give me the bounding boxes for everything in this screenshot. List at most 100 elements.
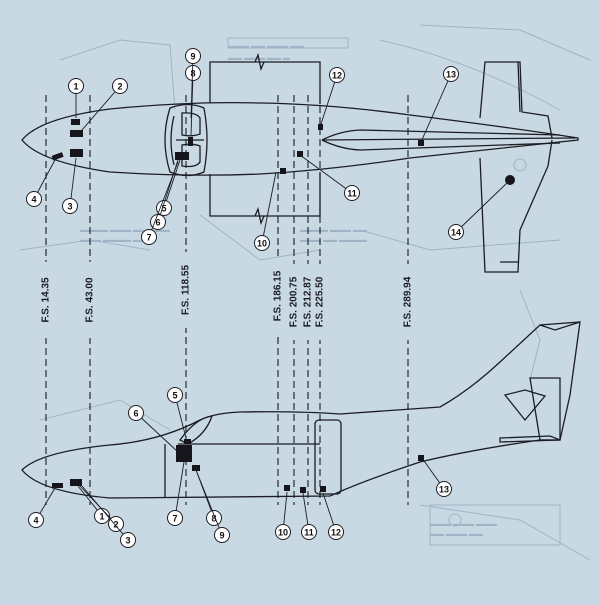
svg-text:▬▬▬▬ ▬▬▬ ▬▬: ▬▬▬▬ ▬▬▬ ▬▬: [300, 227, 367, 234]
svg-text:▬▬▬ ▬▬ ▬▬▬ ▬▬: ▬▬▬ ▬▬ ▬▬▬ ▬▬: [228, 43, 304, 50]
callout-circle: [68, 78, 84, 94]
callout-number: 14: [451, 228, 461, 238]
callout-circle: [108, 516, 124, 532]
side-callout-9: 9: [195, 469, 230, 543]
top-view: [21, 52, 579, 273]
station-label-bg: [314, 264, 326, 340]
top-callout-5: 5: [156, 159, 181, 216]
leader-line: [190, 55, 194, 119]
antenna-3-marker: [70, 149, 83, 157]
top-callout-11: 11: [299, 154, 360, 201]
svg-text:▬▬ ▬▬▬ ▬▬: ▬▬ ▬▬▬ ▬▬: [430, 531, 483, 538]
svg-text:▬▬▬▬ ▬▬▬ ▬▬ ▬▬▬: ▬▬▬▬ ▬▬▬ ▬▬ ▬▬▬: [80, 227, 170, 234]
callout-number: 3: [67, 202, 72, 212]
top-callout-14: 14: [448, 181, 509, 240]
top-view-horizontal-stabilizer-upper: [479, 61, 553, 139]
callout-number: 2: [113, 520, 118, 530]
svg-text:▬▬▬ ▬▬▬ ▬▬▬: ▬▬▬ ▬▬▬ ▬▬▬: [430, 521, 497, 528]
svg-text:▬▬▬ ▬▬▬▬ ▬▬▬: ▬▬▬ ▬▬▬▬ ▬▬▬: [80, 237, 154, 244]
top-callout-12: 12: [320, 67, 345, 125]
callout-number: 11: [304, 528, 314, 538]
side-callout-6: 6: [128, 405, 179, 453]
callout-number: 6: [155, 218, 160, 228]
side-antenna-13-marker: [418, 455, 424, 461]
side-callout-5: 5: [167, 387, 187, 439]
callout-number: 7: [146, 233, 151, 243]
leader-line: [420, 73, 452, 143]
callout-circle: [120, 532, 136, 548]
station-label: F.S. 43.00: [85, 277, 96, 322]
side-antenna-11-marker: [300, 487, 306, 493]
side-callout-7: 7: [167, 461, 185, 526]
top-callout-13: 13: [420, 66, 459, 143]
side-callout-4: 4: [28, 487, 56, 528]
side-antenna-1-marker: [70, 479, 82, 486]
top-view-canopy: [164, 103, 208, 177]
leader-line: [148, 161, 179, 238]
callout-circle: [112, 78, 128, 94]
callout-number: 9: [219, 531, 224, 541]
station-label: F.S. 14.35: [41, 277, 52, 322]
callout-number: 2: [117, 82, 122, 92]
callout-circle: [436, 481, 452, 497]
antenna-4-marker: [51, 152, 64, 161]
leader-line: [163, 159, 181, 209]
callout-number: 7: [172, 514, 177, 524]
top-callout-7: 7: [141, 161, 179, 245]
side-view: [21, 321, 581, 499]
callout-number: 9: [190, 52, 195, 62]
leader-line: [190, 72, 194, 137]
callout-circle: [344, 185, 360, 201]
antenna-11-marker: [297, 151, 303, 157]
side-antenna-5-marker: [184, 439, 191, 444]
side-antenna-12-marker: [320, 486, 326, 492]
leader-line: [320, 74, 338, 125]
station-label-bg: [84, 262, 96, 338]
station-label-bg: [180, 252, 192, 328]
leader-line: [195, 469, 223, 536]
callout-circle: [214, 527, 230, 543]
leader-line: [174, 461, 185, 519]
side-callout-13: 13: [421, 457, 452, 497]
antenna-13-marker: [418, 140, 424, 146]
callout-circle: [62, 198, 78, 214]
station-label: F.S. 200.75: [289, 276, 300, 327]
side-antenna-10-marker: [284, 485, 290, 491]
side-antenna-6-marker: [176, 445, 192, 462]
callout-circle: [128, 405, 144, 421]
side-antenna-4-marker: [52, 483, 63, 488]
callout-number: 4: [31, 195, 36, 205]
callout-circle: [167, 387, 183, 403]
station-label: F.S. 118.55: [181, 265, 192, 315]
callout-circle: [443, 66, 459, 82]
side-callout-12: 12: [322, 492, 344, 540]
side-callout-11: 11: [301, 492, 317, 540]
side-callout-1: 1: [77, 485, 110, 524]
callout-number: 8: [190, 69, 195, 79]
callout-circle: [301, 524, 317, 540]
top-callout-1: 1: [68, 78, 84, 118]
top-callout-3: 3: [62, 157, 78, 214]
callout-circle: [94, 508, 110, 524]
side-view-fuselage-outline: [21, 321, 581, 499]
station-label-bg: [40, 262, 52, 338]
callout-number: 10: [257, 239, 267, 249]
top-view-horizontal-stabilizer-lower: [479, 139, 553, 273]
callout-circle: [28, 512, 44, 528]
antenna-12-marker: [318, 124, 323, 130]
callout-number: 5: [161, 204, 166, 214]
side-callout-10: 10: [275, 491, 291, 540]
station-label: F.S. 212.87: [303, 276, 314, 327]
callout-number: 6: [133, 409, 138, 419]
callout-circle: [206, 510, 222, 526]
leader-line: [299, 154, 353, 194]
callout-number: 13: [446, 70, 456, 80]
antenna-1-marker: [71, 119, 80, 125]
side-antenna-8-marker: [192, 465, 200, 471]
callout-circle: [448, 224, 464, 240]
bleed-through-artwork: ▬▬▬ ▬▬ ▬▬▬ ▬▬ ▬▬ ▬▬▬ ▬▬ ▬ ▬▬▬▬ ▬▬▬ ▬▬ ▬▬…: [19, 24, 591, 561]
station-label-bg: [302, 264, 314, 340]
